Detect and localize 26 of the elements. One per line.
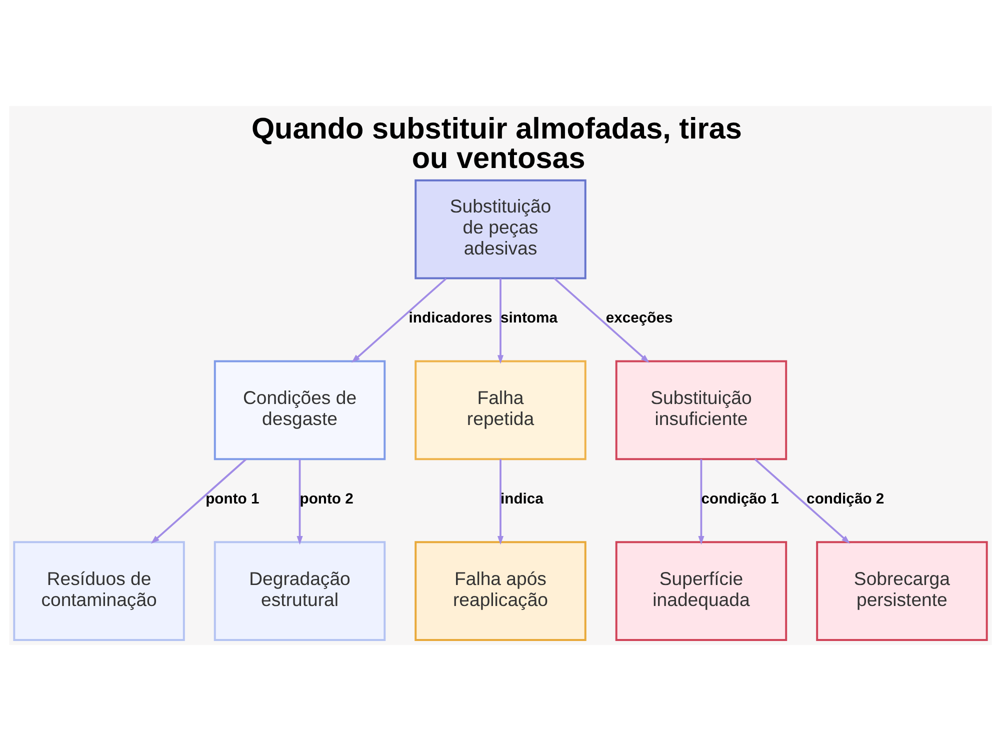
arrow [496,278,504,364]
node-box: Falha repetida [414,360,586,460]
edge-label: ponto 1 [205,491,259,508]
edge-label: indica [500,491,543,508]
arrow [496,459,504,545]
arrow [296,459,302,545]
node-box: Falha após reaplicação [414,541,586,642]
node-box: Degradação estrutural [213,541,386,642]
arrow [698,459,704,545]
node-box: Resíduos de contaminação [12,541,184,642]
node-box: Superfície inadequada [614,541,787,642]
diagram-title: Quando substituir almofadas, tiras ou ventosas [250,112,742,176]
edge-label: condição 2 [806,491,884,508]
edge-label: indicadores [408,310,492,326]
node-box: Condições de desgaste [213,360,386,460]
node-box: Sobrecarga persistente [816,541,988,642]
node-box: Substituição insuficiente [614,360,787,460]
arrow [150,458,246,544]
node-box: Substituição de peças adesivas [414,179,586,280]
edge-label: exceções [605,310,672,326]
edge-label: ponto 2 [299,491,353,508]
edge-label: condição 1 [700,491,778,508]
arrow [754,458,850,544]
arrow [350,278,446,363]
arrow [553,278,649,363]
edge-label: sintoma [500,310,557,326]
